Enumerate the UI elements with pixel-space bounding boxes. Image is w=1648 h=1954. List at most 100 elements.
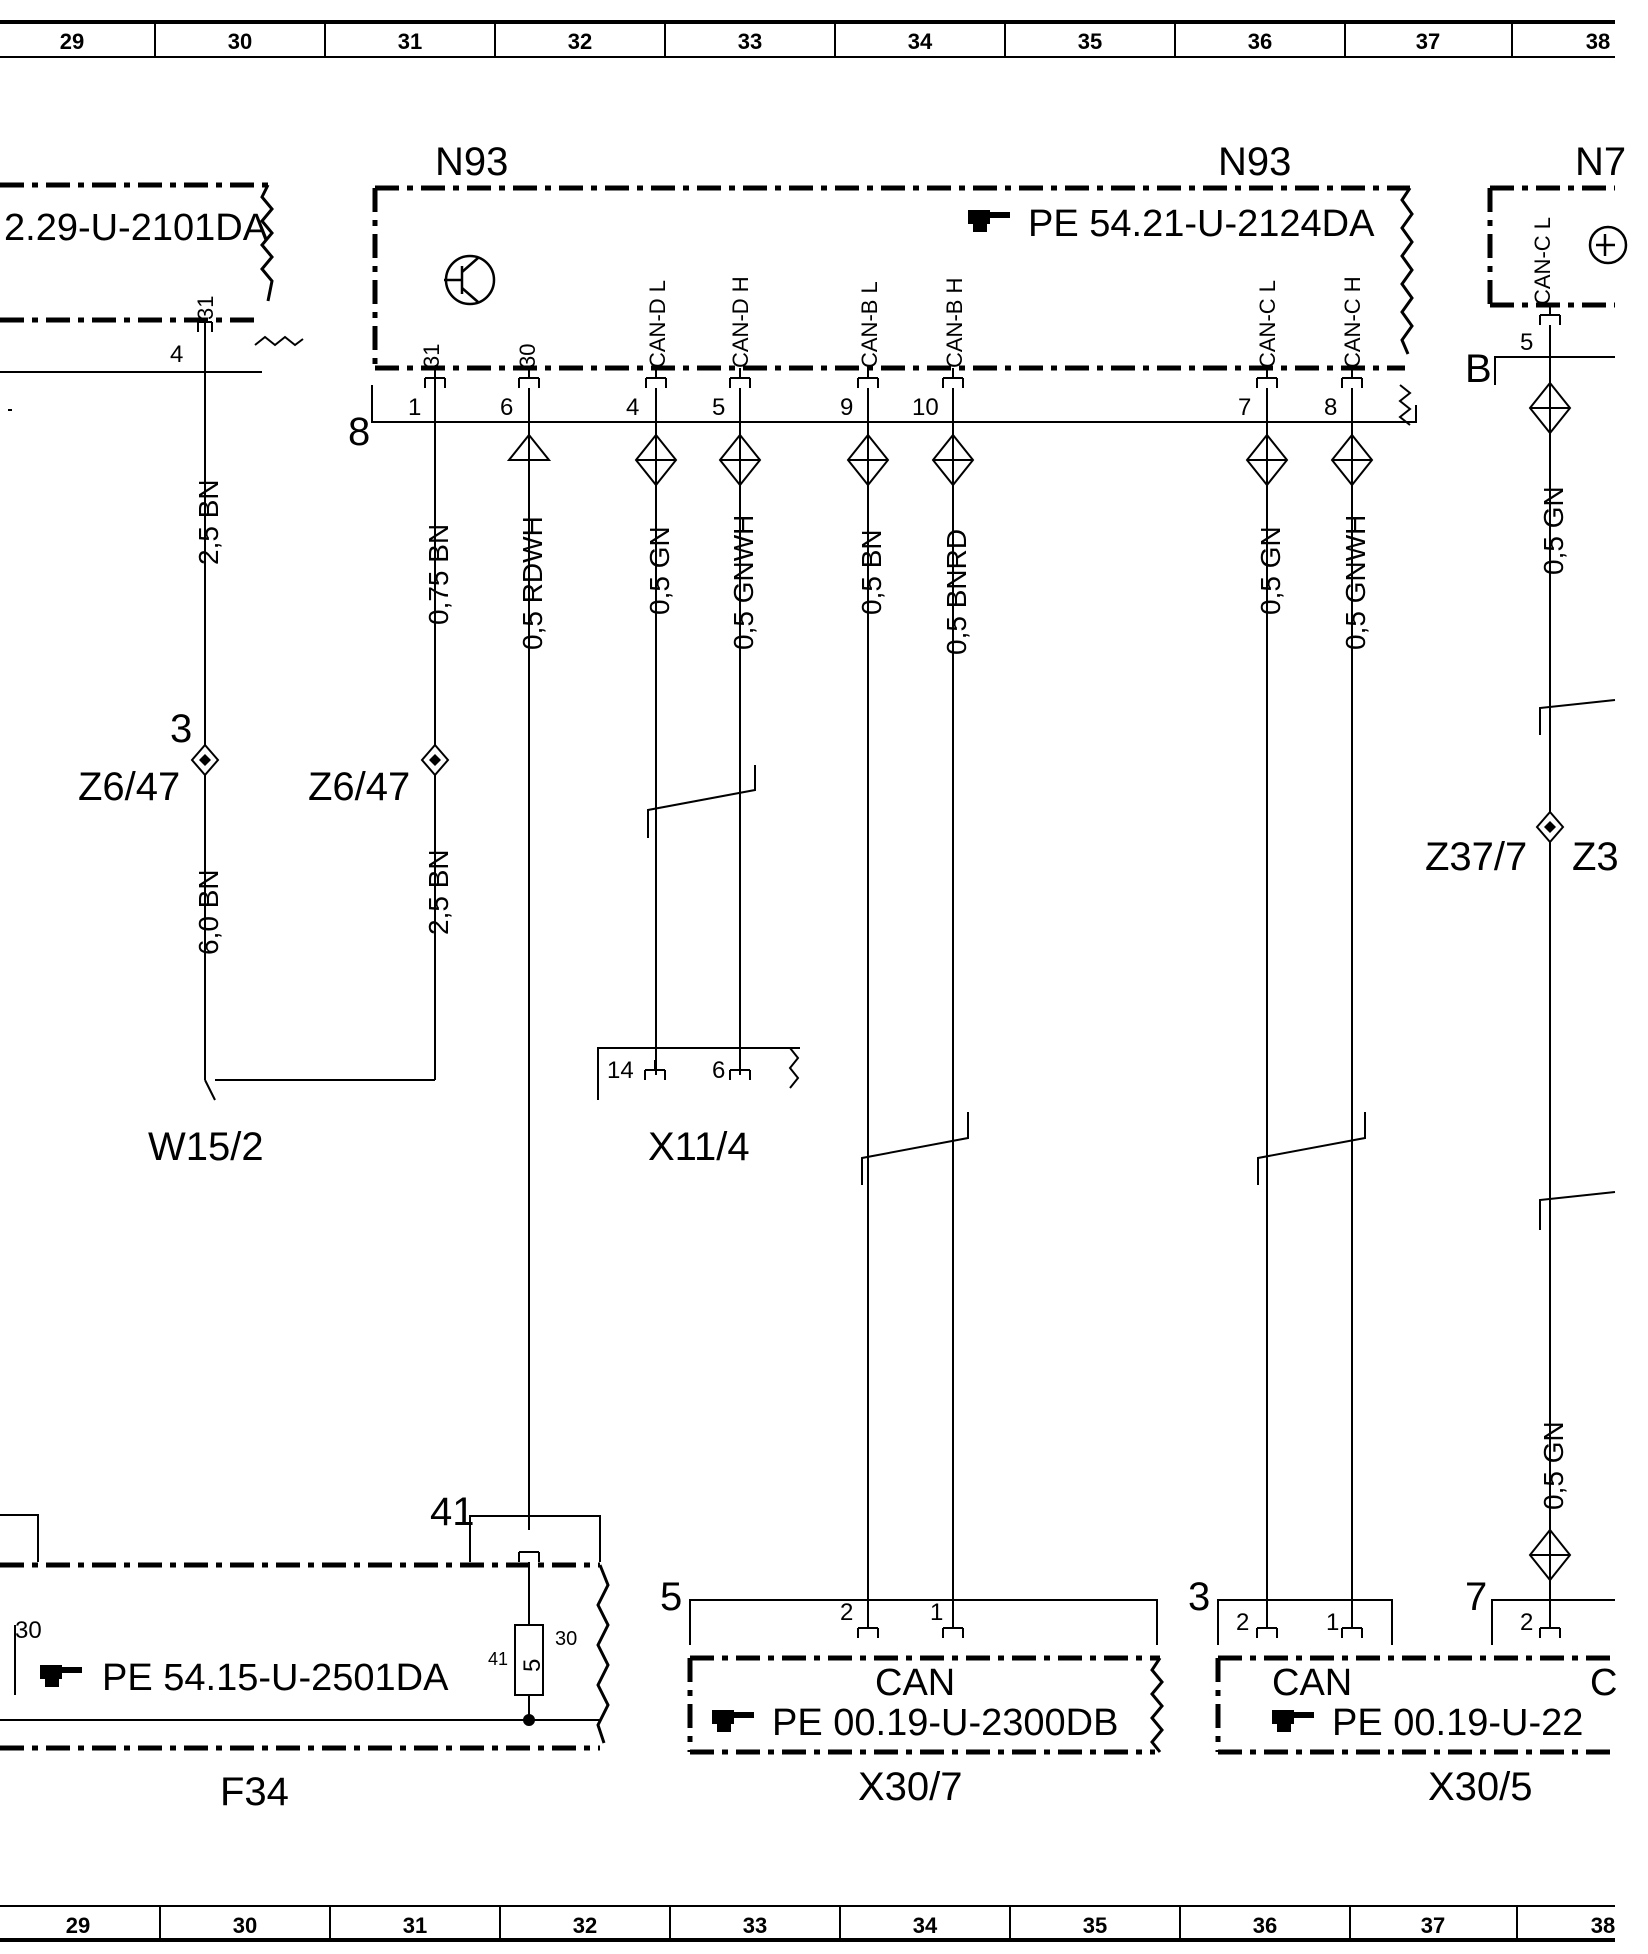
pointing-hand-icon	[40, 1665, 82, 1687]
ruler-col: 38	[1586, 29, 1610, 54]
x11-pin14: 14	[607, 1057, 634, 1084]
z37-7-splice	[1535, 810, 1565, 844]
ground-symbol-icon	[1588, 225, 1628, 265]
n93-pin7: 7	[1238, 394, 1251, 421]
top-ruler	[0, 20, 1615, 58]
left-module-box	[0, 182, 268, 323]
ruler-col: 30	[228, 29, 252, 54]
wire-rdwh: 0,5 RDWH	[517, 516, 548, 650]
transistor-icon	[444, 254, 496, 306]
wire-gn-d: 0,5 GN	[644, 526, 675, 615]
n93-label-left: N93	[435, 140, 508, 184]
n7-pin5: 5	[1520, 329, 1533, 356]
left-pin4: 4	[170, 341, 183, 368]
x30-7-group: 5	[660, 1575, 682, 1619]
left-module-break	[260, 184, 274, 302]
n7-module-box	[1487, 185, 1615, 308]
n93-conn-31: 31	[419, 344, 444, 368]
x30-5-pin1: 1	[1326, 1609, 1339, 1636]
wire-n7-gn-bottom: 0,5 GN	[1538, 1421, 1569, 1510]
conn-can-d-h: CAN-D H	[728, 276, 753, 368]
n93-pin5: 5	[712, 394, 725, 421]
n93-pin8: 8	[1324, 394, 1337, 421]
ruler-col: 38	[1591, 1913, 1615, 1938]
f34-30: 30	[555, 1628, 577, 1650]
n93-label-right: N93	[1218, 140, 1291, 184]
ruler-col: 30	[233, 1913, 257, 1938]
z6-47-label-a: Z6/47	[78, 765, 180, 809]
pointing-hand-icon	[968, 210, 1010, 232]
x30-7-pin1: 1	[930, 1599, 943, 1626]
ruler-col: 32	[568, 29, 592, 54]
x30-5-can: CAN	[1272, 1662, 1352, 1704]
conn-can-b-h: CAN-B H	[942, 278, 967, 368]
x30-5-pin2: 2	[1236, 1609, 1249, 1636]
ruler-col: 37	[1416, 29, 1440, 54]
wire-n7-gn-top: 0,5 GN	[1538, 486, 1569, 575]
x11-4-connector	[597, 1047, 800, 1100]
wire-31-bn-25: 2,5 BN	[423, 849, 454, 935]
ruler-col: 34	[908, 29, 933, 54]
f34-label: F34	[220, 1770, 289, 1814]
f34-fuse: 5	[519, 1659, 546, 1672]
x30-7-label: X30/7	[858, 1765, 963, 1809]
z6-47-splice-b	[420, 743, 450, 777]
ruler-col: 34	[913, 1913, 938, 1938]
n93-pin10: 10	[912, 394, 939, 421]
ruler-col: 29	[66, 1913, 90, 1938]
x30-7-box	[687, 1655, 1160, 1755]
n93-module-break	[1400, 187, 1414, 355]
ruler-col: 29	[60, 29, 84, 54]
n7-conn-can-c-l: CAN-C L	[1530, 217, 1555, 305]
n93-pin1: 1	[408, 394, 421, 421]
f34-box	[0, 1562, 600, 1751]
left-module-ref: 2.29-U-2101DA	[4, 207, 269, 249]
wire-gnwh-c: 0,5 GNWH	[1340, 515, 1371, 650]
n93-group-pin: 8	[348, 410, 370, 454]
ruler-col: 33	[738, 29, 762, 54]
x30-5-group: 3	[1188, 1575, 1210, 1619]
wire-31-bn-075: 0,75 BN	[423, 524, 454, 625]
pointing-hand-icon	[712, 1710, 754, 1732]
ruler-col: 37	[1421, 1913, 1445, 1938]
x30-5-ref: PE 00.19-U-22	[1332, 1702, 1583, 1744]
z3-partial-label: Z3	[1572, 835, 1619, 879]
w15-2-label: W15/2	[148, 1125, 264, 1169]
f34-41: 41	[430, 1490, 475, 1534]
wire-bn-b: 0,5 BN	[856, 529, 887, 615]
x30-5-box	[1215, 1655, 1615, 1755]
f34-ref: PE 54.15-U-2501DA	[102, 1657, 449, 1699]
x30-5b-group: 7	[1465, 1575, 1487, 1619]
x30-5-c: C	[1590, 1662, 1617, 1704]
arrow-up-icon	[506, 433, 552, 461]
x30-7-pin2: 2	[840, 1599, 853, 1626]
wire-left-bn-60: 6,0 BN	[193, 869, 224, 955]
conn-can-c-h: CAN-C H	[1340, 276, 1365, 368]
pointing-hand-icon	[1272, 1710, 1314, 1732]
left-pin-31	[197, 321, 213, 332]
can-arrow-symbols	[634, 433, 1374, 487]
fuse-icon	[514, 1551, 544, 1726]
n93-pin4: 4	[626, 394, 639, 421]
wire-left-bn-25: 2,5 BN	[193, 479, 224, 565]
conn-can-b-l: CAN-B L	[857, 281, 882, 368]
conn-can-d-l: CAN-D L	[645, 280, 670, 368]
wire-gn-c: 0,5 GN	[1255, 526, 1286, 615]
wire-gnwh-d: 0,5 GNWH	[728, 515, 759, 650]
n93-pin6: 6	[500, 394, 513, 421]
n7-group-pin: B	[1465, 347, 1492, 391]
x30-7-ref: PE 00.19-U-2300DB	[772, 1702, 1118, 1744]
n93-pin-terminals	[424, 368, 1363, 388]
z6-47-pin: 3	[170, 707, 192, 751]
wire-bnrd-b: 0,5 BNRD	[941, 529, 972, 655]
ruler-col: 35	[1078, 29, 1102, 54]
x30-7-can: CAN	[875, 1662, 955, 1704]
x30-5b-pin2: 2	[1520, 1609, 1533, 1636]
left-conn-31: 31	[193, 296, 218, 320]
bottom-ruler	[0, 1905, 1615, 1942]
f34-break	[596, 1564, 610, 1744]
z6-47-splice-a	[190, 743, 220, 777]
ruler-col: 33	[743, 1913, 767, 1938]
twisted-pair-markers	[647, 699, 1616, 1230]
